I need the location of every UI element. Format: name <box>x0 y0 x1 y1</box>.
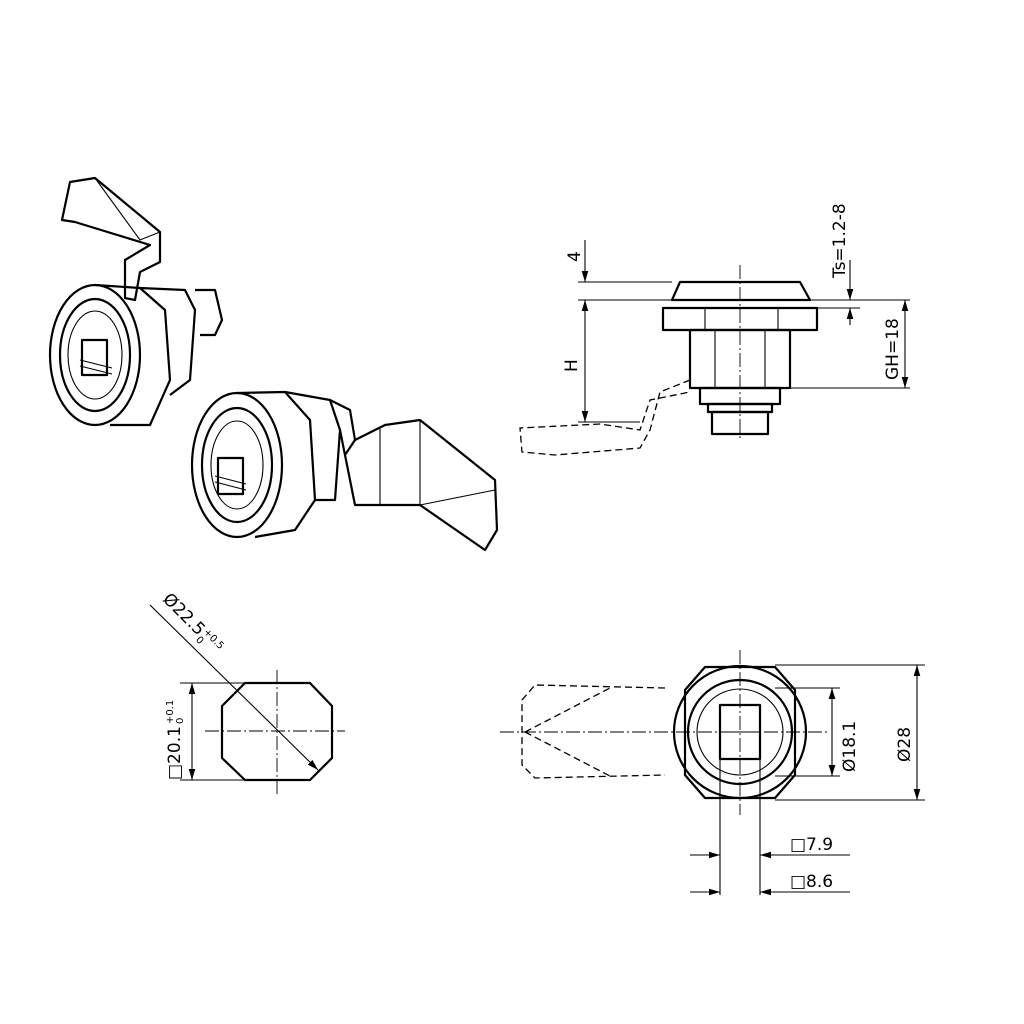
label-square-key-large: □8.6 <box>790 872 833 892</box>
label-top-offset: 4 <box>565 251 585 262</box>
side-view: 4 H Ts=1.2-8 GH=18 <box>519 203 910 456</box>
label-panel-thickness: Ts=1.2-8 <box>830 203 850 279</box>
label-cutout-flat-tol-upper: +0.1 <box>165 700 176 724</box>
label-cutout-diameter: Ø22.5 <box>158 589 208 639</box>
label-cutout-flat-tol-lower: 0 <box>175 718 186 724</box>
isometric-view-lock-1 <box>48 176 224 427</box>
label-inner-diameter: Ø18.1 <box>840 721 860 772</box>
label-grip-height: GH=18 <box>883 318 903 380</box>
label-height: H <box>562 359 582 372</box>
isometric-view-lock-2 <box>190 390 499 552</box>
label-square-key-small: □7.9 <box>790 835 833 855</box>
label-cutout-flat: □20.1 <box>165 726 185 780</box>
panel-cutout-view: Ø22.5 +0.5 0 □20.1 +0.1 0 <box>149 589 345 795</box>
label-outer-diameter: Ø28 <box>895 727 915 762</box>
front-view: Ø18.1 Ø28 □7.9 □8.6 <box>500 650 925 896</box>
